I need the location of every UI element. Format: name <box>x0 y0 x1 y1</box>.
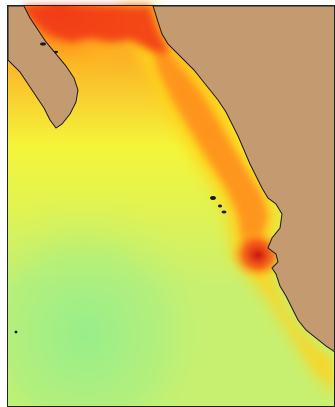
coastal-warm-band <box>120 6 335 395</box>
islet <box>14 330 18 334</box>
northern-red-zone <box>22 6 170 55</box>
islet <box>221 210 227 214</box>
cool-water-tongue <box>8 150 248 407</box>
land-masses <box>7 5 335 353</box>
coastal-hot-strip <box>150 40 268 270</box>
islet <box>40 42 46 46</box>
western-peninsula <box>7 5 79 129</box>
islet <box>210 196 216 200</box>
islet <box>54 50 58 54</box>
islet <box>218 204 222 208</box>
eastern-mainland <box>152 5 335 353</box>
